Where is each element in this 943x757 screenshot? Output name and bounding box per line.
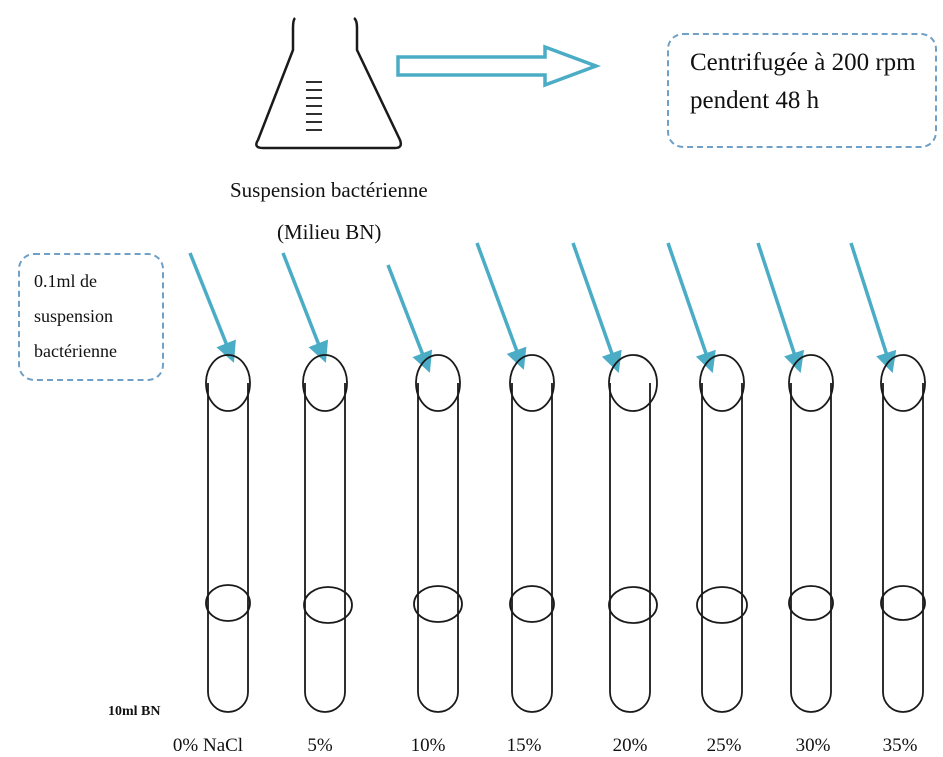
flask-label: Suspension bactérienne — [230, 178, 428, 202]
inoculation-arrow-icon — [756, 242, 805, 373]
test-tube-icon — [880, 354, 926, 713]
tube-label: 10% — [410, 735, 446, 756]
test-tube-icon — [302, 354, 353, 713]
test-tube-icon — [696, 354, 748, 713]
process-arrow-icon — [396, 44, 602, 88]
inoculation-arrow-icon — [571, 242, 622, 373]
tube-label: 0% NaCl — [172, 735, 244, 756]
inoculation-arrow-icon — [188, 252, 236, 363]
inoculation-arrow-icon — [386, 264, 433, 373]
inoculation-arrow-icon — [281, 252, 329, 363]
tube-label: 5% — [307, 735, 333, 756]
flask-medium-label: (Milieu BN) — [277, 220, 382, 244]
test-tube-icon — [509, 354, 555, 713]
tube-label: 25% — [706, 735, 742, 756]
tube-label: 30% — [795, 735, 831, 756]
volume-label: 10ml BN — [108, 704, 161, 719]
test-tube-icon — [413, 354, 463, 713]
centrifuge-box — [667, 33, 937, 148]
centrifuge-text: Centrifugée à 200 rpm pendent 48 h — [690, 49, 916, 114]
tube-label: 20% — [612, 735, 648, 756]
inoculation-arrow-icon — [666, 242, 716, 373]
flask-icon — [255, 16, 403, 150]
test-tube-icon — [608, 354, 658, 713]
test-tube-icon — [788, 354, 834, 713]
inoculum-text: 0.1ml de suspension bactérienne — [34, 271, 117, 361]
tube-label: 35% — [882, 735, 918, 756]
inoculation-arrow-icon — [849, 242, 897, 374]
inoculum-box — [18, 253, 164, 381]
test-tube-icon — [205, 354, 251, 713]
tube-label: 15% — [506, 735, 542, 756]
inoculation-arrow-icon — [475, 242, 527, 370]
